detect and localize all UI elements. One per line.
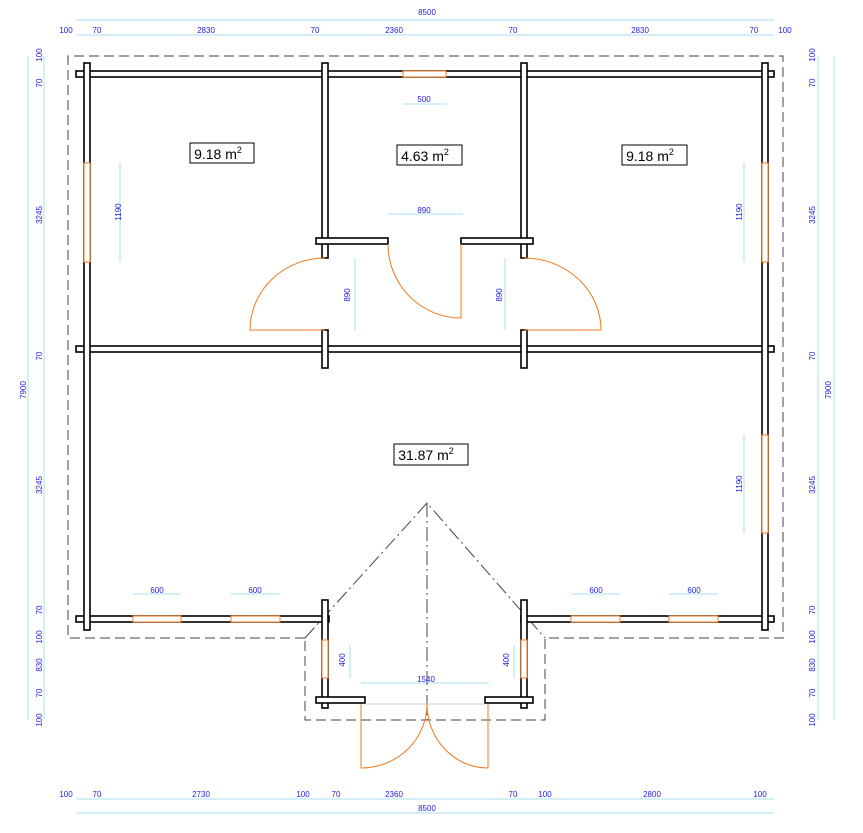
svg-text:1190: 1190: [114, 203, 123, 221]
roof-outline: [67, 55, 784, 721]
svg-text:100: 100: [59, 790, 73, 799]
svg-text:600: 600: [687, 586, 701, 595]
window-bottom-4: [668, 615, 719, 623]
svg-text:100: 100: [538, 790, 552, 799]
svg-text:70: 70: [509, 26, 518, 35]
svg-text:2360: 2360: [385, 790, 403, 799]
window-porch-right: [520, 639, 528, 679]
svg-text:7900: 7900: [824, 381, 833, 399]
svg-text:3245: 3245: [35, 476, 44, 494]
window-bottom-1: [132, 615, 182, 623]
svg-text:7900: 7900: [19, 381, 28, 399]
svg-text:3245: 3245: [808, 206, 817, 224]
door-right-room: [523, 257, 602, 331]
svg-text:100: 100: [59, 26, 73, 35]
svg-text:70: 70: [750, 26, 759, 35]
svg-text:70: 70: [332, 790, 341, 799]
svg-text:2360: 2360: [385, 26, 403, 35]
svg-text:830: 830: [808, 658, 817, 672]
svg-text:70: 70: [509, 790, 518, 799]
svg-text:100: 100: [808, 713, 817, 727]
svg-text:400: 400: [338, 653, 347, 667]
window-top: [402, 70, 447, 78]
svg-text:3245: 3245: [808, 476, 817, 494]
window-porch-left: [321, 639, 329, 679]
svg-text:2830: 2830: [197, 26, 215, 35]
entrance-door-left: [360, 703, 428, 769]
svg-text:2730: 2730: [192, 790, 210, 799]
entrance-door-right: [426, 703, 489, 769]
dimension-labels-interior: 500 890 1190 890 890 1190 1190 600 600 6…: [114, 95, 744, 684]
svg-text:9.18 m2: 9.18 m2: [626, 147, 674, 164]
svg-text:70: 70: [35, 351, 44, 360]
svg-text:890: 890: [343, 288, 352, 302]
dimension-labels-left: 7900 100 70 3245 70 3245 70 100 830 70 1…: [19, 48, 44, 727]
svg-text:8500: 8500: [418, 804, 436, 813]
svg-text:70: 70: [35, 78, 44, 87]
dimension-lines: [27, 19, 835, 814]
svg-text:1190: 1190: [735, 203, 744, 221]
svg-text:2800: 2800: [643, 790, 661, 799]
svg-text:500: 500: [417, 95, 431, 104]
window-living-right: [761, 434, 769, 534]
svg-text:100: 100: [35, 630, 44, 644]
dimension-labels-top: 8500 100 70 2830 70 2360 70 2830 70 100: [59, 8, 792, 35]
svg-text:830: 830: [35, 658, 44, 672]
svg-text:70: 70: [808, 605, 817, 614]
svg-text:8500: 8500: [418, 8, 436, 17]
area-label-living-room: 31.87 m2: [393, 443, 469, 466]
svg-text:890: 890: [417, 206, 431, 215]
svg-text:890: 890: [495, 288, 504, 302]
area-label-right-room: 9.18 m2: [621, 144, 688, 166]
door-middle-room: [387, 243, 462, 319]
svg-text:1540: 1540: [417, 675, 435, 684]
svg-text:2830: 2830: [631, 26, 649, 35]
svg-text:100: 100: [296, 790, 310, 799]
svg-text:100: 100: [35, 48, 44, 62]
svg-text:100: 100: [808, 630, 817, 644]
svg-text:70: 70: [808, 688, 817, 697]
svg-text:31.87 m2: 31.87 m2: [398, 446, 454, 463]
window-bottom-3: [570, 615, 621, 623]
svg-text:70: 70: [311, 26, 320, 35]
door-left-room: [249, 257, 326, 331]
svg-text:600: 600: [589, 586, 603, 595]
window-bottom-2: [230, 615, 281, 623]
svg-text:70: 70: [808, 78, 817, 87]
area-label-left-room: 9.18 m2: [189, 142, 255, 164]
dimension-labels-right: 7900 100 70 3245 70 3245 70 100 830 70 1…: [808, 48, 833, 727]
svg-text:600: 600: [150, 586, 164, 595]
svg-text:9.18 m2: 9.18 m2: [194, 145, 242, 162]
svg-text:1190: 1190: [735, 475, 744, 493]
window-right-room: [761, 162, 769, 263]
svg-text:70: 70: [93, 790, 102, 799]
svg-text:100: 100: [808, 48, 817, 62]
svg-text:4.63 m2: 4.63 m2: [401, 147, 449, 164]
dimension-labels-bottom: 100 70 2730 100 70 2360 70 100 2800 100 …: [59, 790, 767, 813]
area-label-middle-room: 4.63 m2: [396, 144, 463, 166]
svg-text:100: 100: [35, 713, 44, 727]
porch-roof-ridge: [304, 502, 546, 720]
svg-text:600: 600: [248, 586, 262, 595]
windows: [83, 70, 769, 679]
svg-text:70: 70: [808, 351, 817, 360]
svg-text:70: 70: [35, 688, 44, 697]
svg-text:100: 100: [778, 26, 792, 35]
svg-text:400: 400: [502, 653, 511, 667]
svg-text:70: 70: [93, 26, 102, 35]
svg-text:70: 70: [35, 605, 44, 614]
window-left-room: [83, 162, 91, 263]
svg-text:3245: 3245: [35, 206, 44, 224]
svg-text:100: 100: [753, 790, 767, 799]
